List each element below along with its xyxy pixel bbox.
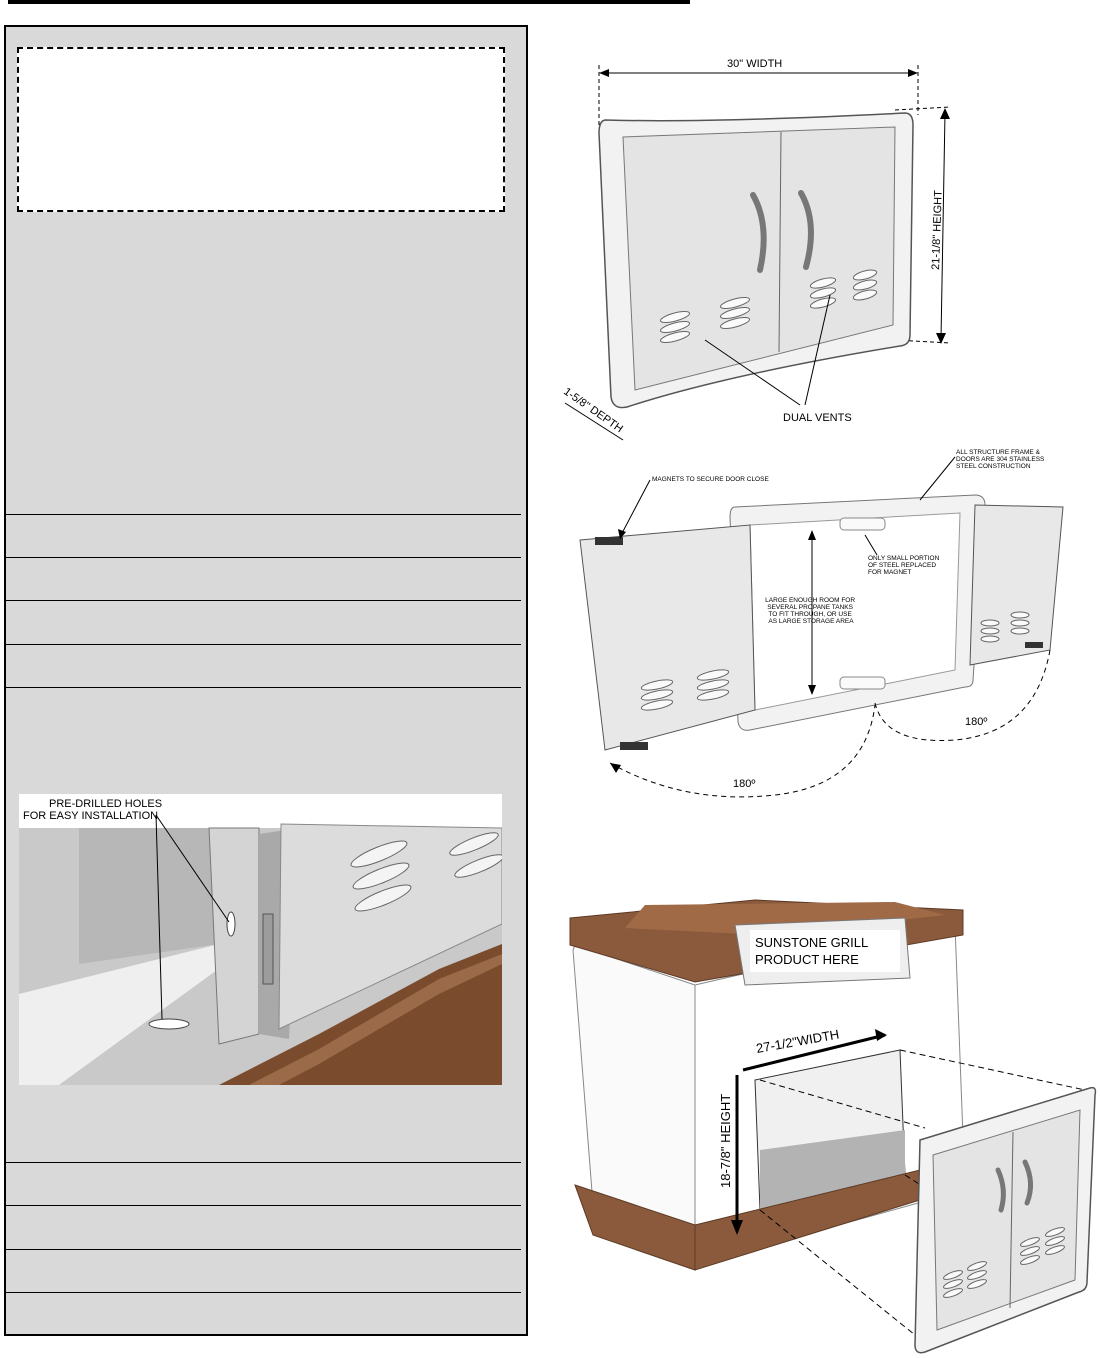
- dashed-callout-box: [17, 47, 505, 212]
- spec-panel: [4, 25, 528, 1336]
- height-label: 21-1/8" HEIGHT: [930, 190, 945, 270]
- magnet-portion-line: ONLY SMALL PORTION: [868, 555, 940, 562]
- structure-line: DOORS ARE 304 STAINLESS: [956, 456, 1045, 463]
- storage-room-label: LARGE ENOUGH ROOM FOR SEVERAL PROPANE TA…: [765, 597, 857, 625]
- magnet-portion-label: ONLY SMALL PORTION OF STEEL REPLACED FOR…: [868, 555, 941, 576]
- top-rule: [8, 0, 690, 4]
- storage-room-line: TO FIT THROUGH, OR USE: [768, 611, 852, 618]
- magnet-portion-line: FOR MAGNET: [868, 569, 911, 576]
- storage-room-line: LARGE ENOUGH ROOM FOR: [765, 597, 855, 604]
- divider-line: [6, 514, 521, 515]
- island-install-figure: SUNSTONE GRILL PRODUCT HERE 27-1/2"WIDTH…: [569, 899, 1097, 1354]
- sunstone-product-label: SUNSTONE GRILL PRODUCT HERE: [755, 935, 871, 967]
- dual-vents-label: DUAL VENTS: [783, 412, 852, 424]
- swing-right-label: 180º: [965, 716, 987, 728]
- divider-line: [6, 600, 521, 601]
- sunstone-product-line: SUNSTONE GRILL: [755, 935, 868, 950]
- pre-drilled-holes-figure: PRE-DRILLED HOLES FOR EASY INSTALLATION: [19, 794, 502, 1085]
- divider-line: [6, 687, 521, 688]
- door-dimensions-figure: 30" WIDTH 21-1/8" HEIGHT DUAL VENTS 1-5/…: [561, 58, 951, 441]
- divider-line: [6, 644, 521, 645]
- divider-line: [6, 1162, 521, 1163]
- divider-line: [6, 1205, 521, 1206]
- holes-label-line: FOR EASY INSTALLATION: [23, 810, 158, 822]
- divider-line: [6, 557, 521, 558]
- structure-line: STEEL CONSTRUCTION: [956, 463, 1031, 470]
- sunstone-product-line: PRODUCT HERE: [755, 952, 859, 967]
- divider-line: [6, 1249, 521, 1250]
- doors-open-figure: ONLY SMALL PORTION OF STEEL REPLACED FOR…: [579, 449, 1064, 798]
- magnet-portion-line: OF STEEL REPLACED: [868, 562, 936, 569]
- storage-room-line: SEVERAL PROPANE TANKS: [767, 604, 853, 611]
- swing-left-label: 180º: [733, 778, 755, 790]
- magnets-label: MAGNETS TO SECURE DOOR CLOSE: [652, 476, 769, 483]
- storage-room-line: AS LARGE STORAGE AREA: [768, 618, 854, 625]
- structure-line: ALL STRUCTURE FRAME &: [956, 449, 1041, 456]
- width-label: 30" WIDTH: [727, 58, 782, 70]
- height-18-label: 18-7/8" HEIGHT: [718, 1094, 733, 1188]
- divider-line: [6, 1292, 521, 1293]
- holes-label-line: PRE-DRILLED HOLES: [49, 798, 162, 810]
- structure-label: ALL STRUCTURE FRAME & DOORS ARE 304 STAI…: [956, 449, 1046, 470]
